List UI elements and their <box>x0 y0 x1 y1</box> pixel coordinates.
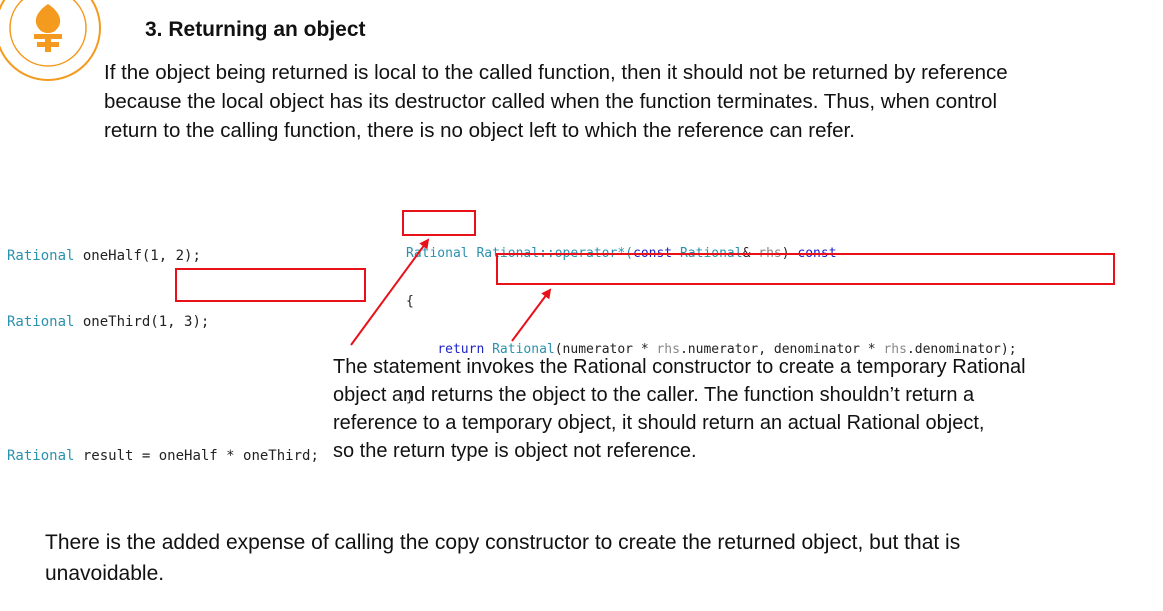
intro-line: If the object being returned is local to… <box>104 61 1008 84</box>
footer-paragraph: There is the added expense of calling th… <box>45 527 960 589</box>
arrow-to-constructor-call <box>511 288 552 342</box>
intro-paragraph: If the object being returned is local to… <box>104 58 1154 145</box>
code-param: rhs <box>883 342 907 357</box>
explanation-line: so the return type is object not referen… <box>333 440 697 462</box>
explanation-line: reference to a temporary object, it shou… <box>333 412 985 434</box>
code-text: (numerator * <box>554 342 657 357</box>
code-line: Rational oneThird(1, 3); <box>7 311 319 333</box>
code-line: return Rational(numerator * rhs.numerato… <box>406 342 1017 358</box>
highlight-box-expression <box>175 268 366 302</box>
highlight-box-constructor-call <box>496 253 1115 285</box>
code-text: oneThird(1, 3); <box>74 314 210 330</box>
highlight-box-return-type <box>402 210 476 236</box>
footer-line: There is the added expense of calling th… <box>45 531 961 554</box>
arrow-to-return-type <box>350 238 430 346</box>
highlighted-expression: oneHalf * oneThird; <box>158 448 319 464</box>
university-seal-icon <box>0 0 101 81</box>
footer-line: unavoidable. <box>45 562 165 585</box>
code-type: Rational <box>492 342 555 357</box>
code-text: result = <box>74 448 159 464</box>
explanation-line: The statement invokes the Rational const… <box>333 356 1026 378</box>
code-param: rhs <box>656 342 680 357</box>
code-line: Rational result = oneHalf * oneThird; <box>7 445 319 467</box>
code-type: Rational <box>7 314 75 330</box>
code-line: Rational oneHalf(1, 2); <box>7 245 319 267</box>
page-title: 3. Returning an object <box>145 18 366 41</box>
code-brace: } <box>406 390 414 405</box>
intro-line: because the local object has its destruc… <box>104 90 998 113</box>
code-type: Rational <box>7 448 75 464</box>
intro-line: return to the calling function, there is… <box>104 119 855 142</box>
code-text: oneHalf(1, 2); <box>74 248 201 264</box>
caller-code-block: Rational oneHalf(1, 2); Rational oneThir… <box>7 201 319 489</box>
code-keyword: return <box>437 342 485 357</box>
code-type: Rational <box>7 248 75 264</box>
explanation-line: object and returns the object to the cal… <box>333 384 975 406</box>
explanation-paragraph: The statement invokes the Rational const… <box>333 353 1026 465</box>
code-text: .denominator); <box>906 342 1017 357</box>
code-text: .numerator, denominator * <box>679 342 884 357</box>
code-brace: { <box>406 294 414 309</box>
